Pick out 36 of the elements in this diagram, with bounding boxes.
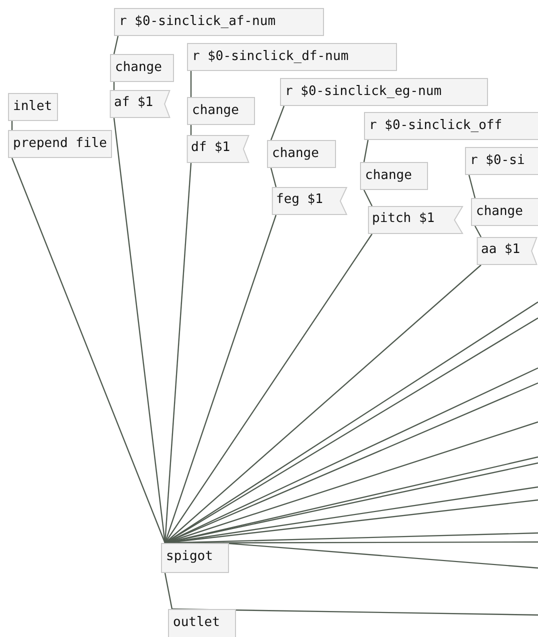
object-box: change [110,54,174,82]
object-box: change [360,162,428,190]
patch-cord [113,36,119,54]
patch-cord [164,234,372,544]
patch-cord [11,158,166,544]
patch-cord [164,264,482,544]
object-box: r $0-si [465,147,538,175]
message-box: df $1 [187,135,249,163]
object-box: r $0-sinclick_eg-num [280,78,488,106]
message-box: aa $1 [477,237,537,265]
message-box: af $1 [110,90,170,118]
object-box: r $0-sinclick_df-num [187,43,397,71]
patch-cord [113,118,166,544]
object-box: change [267,140,336,168]
object-box: outlet [168,609,236,637]
patch-cord [270,168,277,188]
patch-cord [164,572,173,610]
patch-cord [222,542,538,569]
patch-cord [164,162,192,544]
patch-cord [164,214,277,544]
patch-cord [270,106,285,140]
object-box: r $0-sinclick_af-num [114,8,324,36]
message-box: pitch $1 [368,206,463,234]
patch-cord [363,190,373,206]
object-box: change [187,97,255,125]
patch-cord [190,125,192,135]
patch-cord [363,140,369,162]
patch-cord [468,174,476,198]
object-box: prepend file [8,130,112,158]
object-box: inlet [8,93,58,121]
object-box: spigot [161,543,229,573]
object-box: change [471,198,538,226]
patch-cord [474,226,482,238]
object-box: r $0-sinclick_off [364,112,538,140]
patch-cord [190,71,192,97]
message-box: feg $1 [272,187,347,215]
